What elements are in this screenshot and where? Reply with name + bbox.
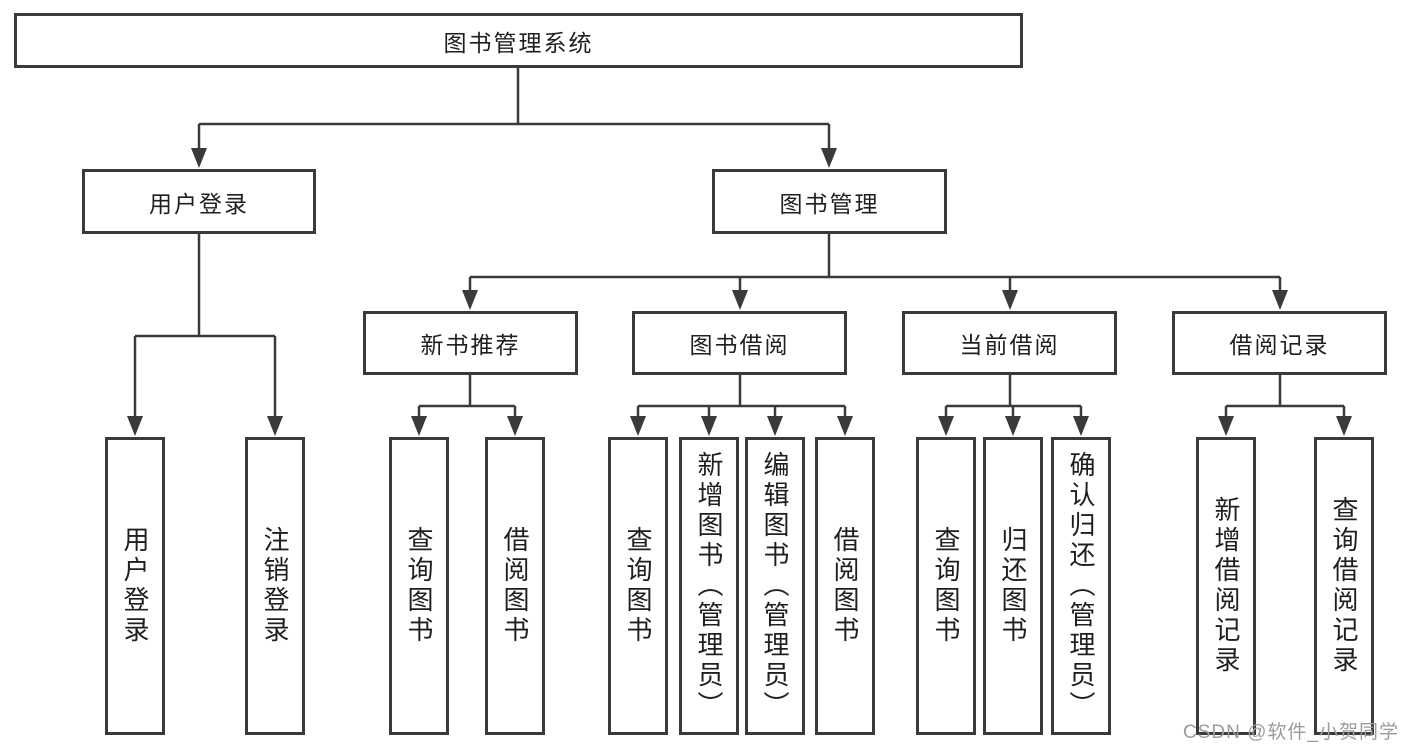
arrowhead [462, 290, 478, 310]
connector-root-to-level2 [191, 68, 837, 168]
arrowhead [191, 148, 207, 168]
leaf-logout-login: 注销登录 [245, 437, 305, 735]
connector-new-book-to-leaves [411, 375, 523, 436]
arrowhead [1218, 416, 1234, 436]
arrowhead [1005, 416, 1021, 436]
leaf-borrow-add-book-admin: 新增图书（管理员） [679, 437, 739, 735]
arrowhead [837, 416, 853, 436]
arrowhead [1073, 416, 1089, 436]
leaf-current-query-books: 查询图书 [916, 437, 976, 735]
arrowhead [127, 416, 143, 436]
leaf-borrow-edit-book-admin: 编辑图书（管理员） [745, 437, 805, 735]
arrowhead [732, 290, 748, 310]
node-book-borrowing: 图书借阅 [632, 311, 847, 375]
arrowhead [767, 416, 783, 436]
connector-current-borrow-to-leaves [938, 375, 1089, 436]
arrowhead [411, 416, 427, 436]
leaf-borrow-query-books: 查询图书 [608, 437, 668, 735]
leaf-records-add-borrow-record: 新增借阅记录 [1196, 437, 1256, 735]
arrowhead [701, 416, 717, 436]
node-current-borrowing: 当前借阅 [902, 311, 1117, 375]
arrowhead [1272, 290, 1288, 310]
connector-book-mgmt-to-level3 [462, 234, 1288, 310]
arrowhead [1336, 416, 1352, 436]
arrowhead [1002, 290, 1018, 310]
connector-user-login-to-leaves [127, 234, 283, 436]
leaf-newbook-query-books: 查询图书 [389, 437, 449, 735]
leaf-newbook-borrow-books: 借阅图书 [485, 437, 545, 735]
arrowhead [821, 148, 837, 168]
connector-borrow-records-to-leaves [1218, 375, 1352, 436]
leaf-user-login: 用户登录 [105, 437, 165, 735]
leaf-borrow-borrow-books: 借阅图书 [815, 437, 875, 735]
node-new-book-recommendation: 新书推荐 [363, 311, 578, 375]
arrowhead [267, 416, 283, 436]
arrowhead [938, 416, 954, 436]
connector-book-borrow-to-leaves [630, 375, 853, 436]
csdn-watermark: CSDN @软件_小贺同学 [1183, 722, 1399, 743]
arrowhead [507, 416, 523, 436]
node-root-library-management-system: 图书管理系统 [14, 13, 1023, 68]
arrowhead [630, 416, 646, 436]
leaf-records-query-borrow-record: 查询借阅记录 [1314, 437, 1374, 735]
leaf-current-confirm-return-admin: 确认归还（管理员） [1051, 437, 1111, 735]
node-book-management: 图书管理 [712, 169, 947, 234]
leaf-current-return-books: 归还图书 [983, 437, 1043, 735]
node-user-login: 用户登录 [82, 169, 316, 234]
node-borrowing-records: 借阅记录 [1172, 311, 1387, 375]
